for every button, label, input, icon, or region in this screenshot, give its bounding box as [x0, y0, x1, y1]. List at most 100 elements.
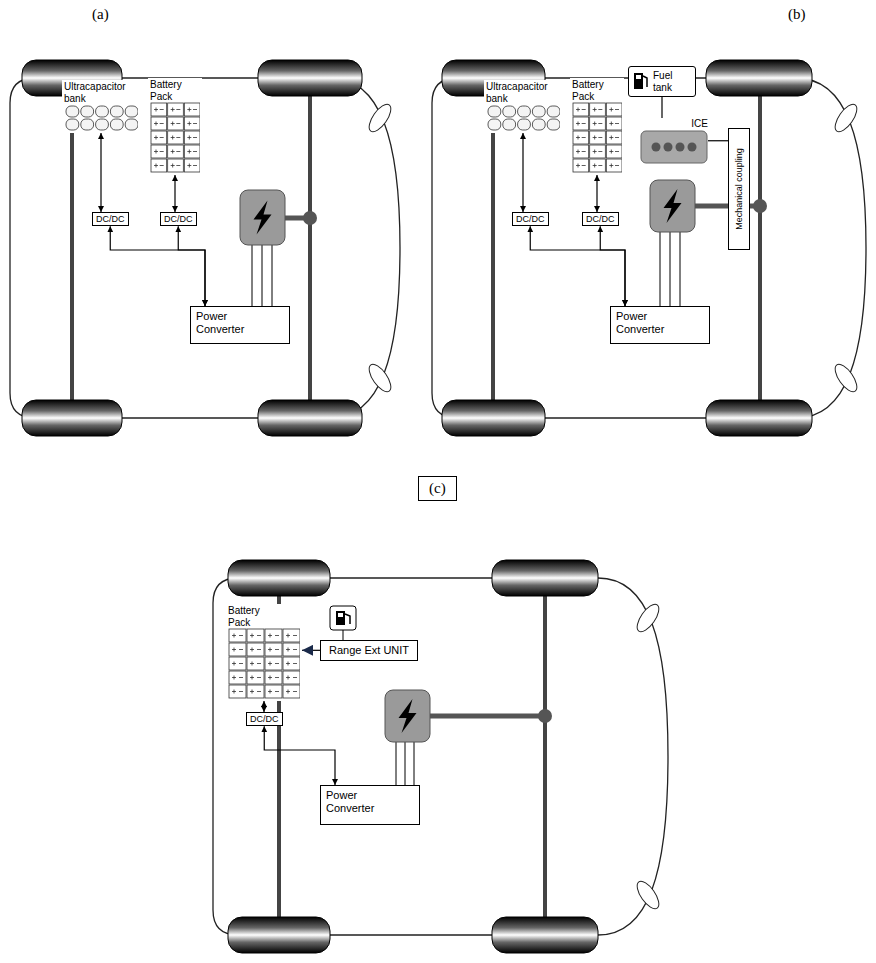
- capacitor-cell: [96, 119, 109, 130]
- polarity-mark: [576, 136, 586, 140]
- component-label: DC/DC: [516, 214, 545, 224]
- component-label: Power Converter: [616, 310, 674, 335]
- battery-cell: [265, 657, 282, 670]
- polarity-mark: [171, 150, 181, 154]
- battery-cell: [168, 159, 184, 172]
- component-label: Ultracapacitor bank: [486, 81, 558, 104]
- drive-shaft: [430, 714, 545, 719]
- axle: [491, 90, 495, 406]
- battery-cell: [247, 671, 264, 684]
- component-label: Battery Pack: [150, 79, 196, 102]
- wheel: [706, 60, 812, 96]
- lightning-symbol: [254, 201, 272, 235]
- panel-tag: (c): [418, 476, 457, 501]
- battery-cell: [265, 643, 282, 656]
- power-link: [263, 701, 264, 712]
- polarity-mark: [576, 164, 586, 168]
- capacitor-cell: [532, 106, 545, 117]
- cylinder: [676, 142, 685, 151]
- capacitor-cells: [64, 104, 138, 132]
- phase-wire: [272, 245, 273, 306]
- capacitor-cell: [110, 119, 123, 130]
- battery-cell: [283, 657, 300, 670]
- axle: [70, 90, 74, 406]
- component-label: (c): [429, 480, 446, 497]
- polarity-mark: [286, 634, 297, 638]
- battery-cell: [606, 145, 622, 158]
- battery-cell: [247, 643, 264, 656]
- capacitor-cell: [66, 106, 79, 117]
- battery-cell: [151, 159, 167, 172]
- motor-housing: [385, 690, 430, 742]
- power-link: [110, 226, 205, 306]
- component-label: DC/DC: [164, 214, 193, 224]
- battery-cell: [573, 103, 589, 116]
- ultracapacitor-bank: Ultracapacitor bank: [484, 80, 562, 133]
- battery-cell: [184, 131, 200, 144]
- phase-wire: [670, 232, 671, 306]
- battery-cell: [229, 629, 246, 642]
- converter-box: Range Ext UNIT: [320, 640, 418, 661]
- battery-cell: [151, 145, 167, 158]
- polarity-mark: [232, 648, 243, 652]
- battery-cell: [283, 685, 300, 698]
- polarity-mark: [576, 108, 586, 112]
- capacitor-cell: [488, 119, 501, 130]
- polarity-mark: [187, 136, 197, 140]
- vehicle-outline: [432, 60, 866, 436]
- battery-cell: [247, 657, 264, 670]
- car-body: [432, 78, 866, 418]
- capacitor-cell: [547, 119, 560, 130]
- power-link: [530, 226, 625, 306]
- battery-pack: Battery Pack: [226, 604, 302, 701]
- polarity-mark: [171, 136, 181, 140]
- battery-cell: [265, 685, 282, 698]
- polarity-mark: [609, 136, 619, 140]
- power-converter: Power Converter: [320, 785, 420, 825]
- component-label: Power Converter: [196, 310, 254, 335]
- battery-cell: [184, 145, 200, 158]
- power-link: [178, 226, 205, 306]
- polarity-mark: [609, 122, 619, 126]
- polarity-mark: [154, 150, 164, 154]
- polarity-mark: [154, 108, 164, 112]
- polarity-mark: [286, 662, 297, 666]
- wheel: [228, 917, 330, 953]
- electric-motor: [240, 190, 317, 306]
- battery-cells: [572, 102, 622, 174]
- battery-cell: [606, 117, 622, 130]
- battery-cell: [283, 629, 300, 642]
- battery-cell: [184, 159, 200, 172]
- pump-hose: [643, 76, 647, 87]
- component-label: Ultracapacitor bank: [64, 81, 136, 104]
- polarity-mark: [286, 690, 297, 694]
- wheel: [258, 60, 362, 96]
- capacitor-cell: [81, 119, 94, 130]
- converter-box: DC/DC: [582, 212, 619, 226]
- panel-label: (a): [92, 6, 109, 23]
- battery-cell: [573, 117, 589, 130]
- engine-body: [640, 130, 708, 164]
- coupling-box: Mechanical coupling: [728, 128, 750, 250]
- capacitor-cell: [96, 106, 109, 117]
- headlight: [365, 101, 395, 135]
- power-link: [600, 226, 625, 306]
- lightning-symbol: [399, 699, 417, 733]
- car-body: [213, 578, 668, 935]
- polarity-mark: [593, 122, 603, 126]
- battery-cell: [590, 117, 606, 130]
- polarity-mark: [232, 676, 243, 680]
- pump-window: [338, 613, 343, 617]
- pump-body: [634, 73, 643, 89]
- capacitor-cell: [110, 106, 123, 117]
- icon-frame: [330, 606, 356, 630]
- lightning-symbol: [664, 189, 682, 223]
- capacitor-cells: [486, 104, 560, 132]
- capacitor-cell: [125, 106, 138, 117]
- differential: [538, 709, 552, 723]
- battery-cell: [247, 629, 264, 642]
- polarity-mark: [609, 108, 619, 112]
- polarity-mark: [187, 150, 197, 154]
- polarity-mark: [576, 150, 586, 154]
- polarity-mark: [609, 164, 619, 168]
